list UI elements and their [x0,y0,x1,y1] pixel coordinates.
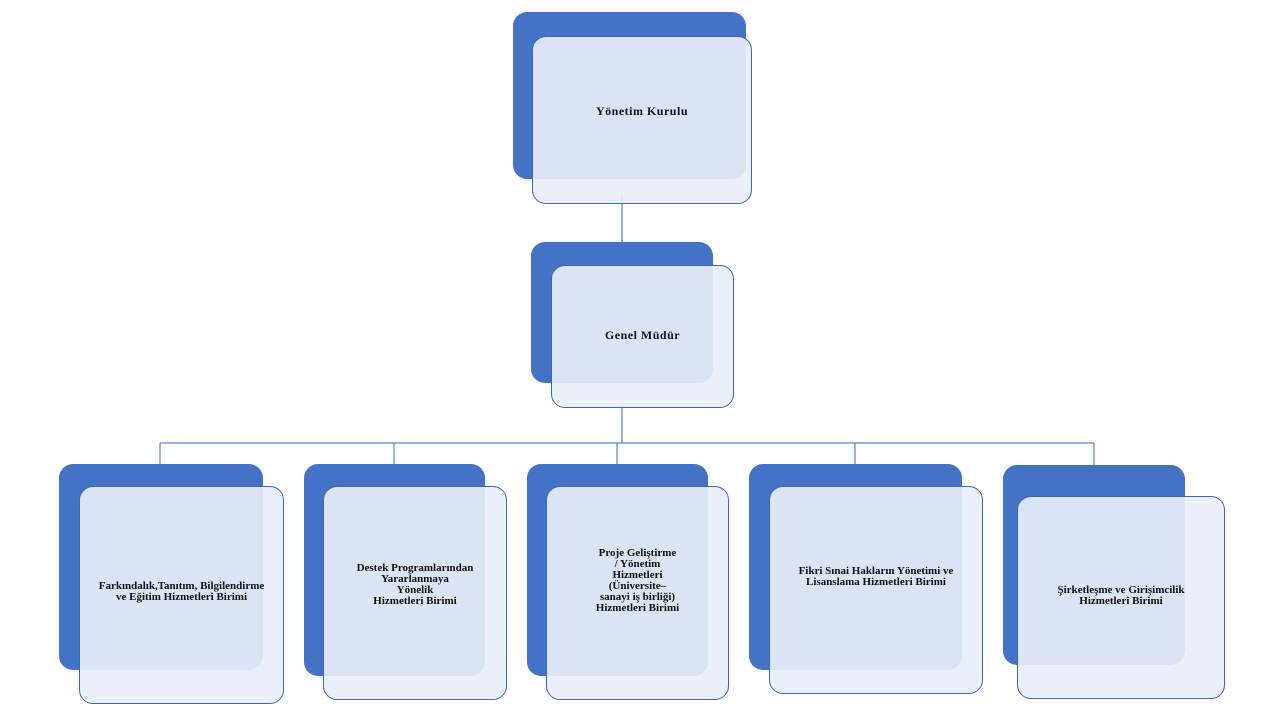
unit-node-card: Destek Programlarından Yararlanmaya Yöne… [323,486,507,700]
unit-node-card: Şirketleşme ve Girişimcilik Hizmetleri B… [1017,496,1225,699]
unit-node-card: Farkındalık,Tanıtım, Bilgilendirme ve Eğ… [79,486,284,704]
unit-node-card: Fikri Sınai Hakların Yönetimi ve Lisansl… [769,486,983,694]
unit-label-entrepreneurship: Şirketleşme ve Girişimcilik Hizmetleri B… [1057,583,1185,607]
unit-label-support-programs: Destek Programlarından Yararlanmaya Yöne… [356,562,474,607]
board-node-card: Yönetim Kurulu [532,36,752,204]
unit-label-awareness: Farkındalık,Tanıtım, Bilgilendirme ve Eğ… [98,580,265,603]
unit-node-card: Proje Geliştirme / Yönetim Hizmetleri (Ü… [546,486,729,700]
board-label: Yönetim Kurulu [595,103,688,118]
unit-label-project-development: Proje Geliştirme / Yönetim Hizmetleri (Ü… [595,547,680,614]
director-node-card: Genel Müdür [551,265,734,408]
unit-label-ip-rights: Fikri Sınai Hakların Yönetimi ve Lisansl… [798,565,954,588]
director-label: Genel Müdür [604,328,681,342]
